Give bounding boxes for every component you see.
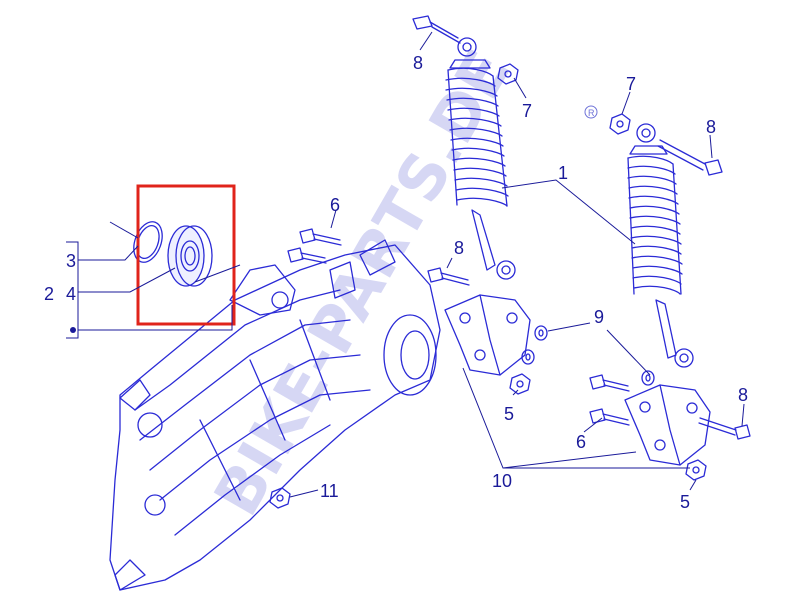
callout-9: 9 (594, 307, 604, 327)
bolt-top-right (657, 139, 723, 176)
callout-4: 4 (66, 284, 76, 304)
callout-7-right: 7 (626, 74, 636, 94)
bolt-casing-lower (287, 247, 327, 264)
callout-2: 2 (44, 284, 54, 304)
washer-right (641, 370, 655, 386)
callout-8-right-top: 8 (706, 117, 716, 137)
bolt-top-left (412, 15, 461, 44)
bolt-casing-upper (299, 228, 342, 246)
bolt-right-lower-2 (589, 408, 630, 426)
callout-8-mid: 8 (454, 238, 464, 258)
callout-1: 1 (558, 163, 568, 183)
washer-left (534, 325, 548, 341)
shock-bracket-left (444, 294, 531, 376)
callout-6-casing: 6 (330, 195, 340, 215)
callout-10: 10 (492, 471, 512, 491)
nut-top-right (609, 113, 631, 135)
bolt-right-lower-1 (589, 374, 630, 392)
shock-absorber-right (627, 123, 694, 368)
shock-absorber-left (445, 37, 516, 280)
callout-3: 3 (66, 251, 76, 271)
callout-11: 11 (320, 481, 339, 501)
washer-mid (521, 349, 535, 365)
callout-6-bracket: 6 (576, 432, 586, 452)
shock-bracket-right (624, 384, 711, 466)
callout-8-top: 8 (413, 53, 423, 73)
leader-lines (66, 31, 745, 498)
svg-text:R: R (588, 108, 595, 118)
bolt-right-side (698, 417, 751, 440)
nut-left-bracket (509, 373, 531, 395)
nut-casing (269, 487, 291, 509)
nut-top-left (497, 63, 519, 85)
callout-5-right: 5 (680, 492, 690, 512)
callout-8-right-bottom: 8 (738, 385, 748, 405)
highlight-box (136, 184, 236, 326)
bearing (167, 225, 213, 287)
registered-mark: R (584, 105, 598, 119)
callout-5-left: 5 (504, 404, 514, 424)
bolt-mid (427, 267, 470, 286)
callouts: 1 2 3 4 5 5 6 6 7 7 8 8 8 8 9 10 11 (44, 53, 748, 512)
circlip (133, 221, 163, 263)
callout-7-left: 7 (522, 101, 532, 121)
nut-right-bracket (685, 459, 707, 481)
watermark: BIKE-PARTS.DE (200, 38, 525, 528)
swing-arm-casing (109, 239, 441, 591)
watermark-text: BIKE-PARTS.DE (200, 38, 525, 528)
